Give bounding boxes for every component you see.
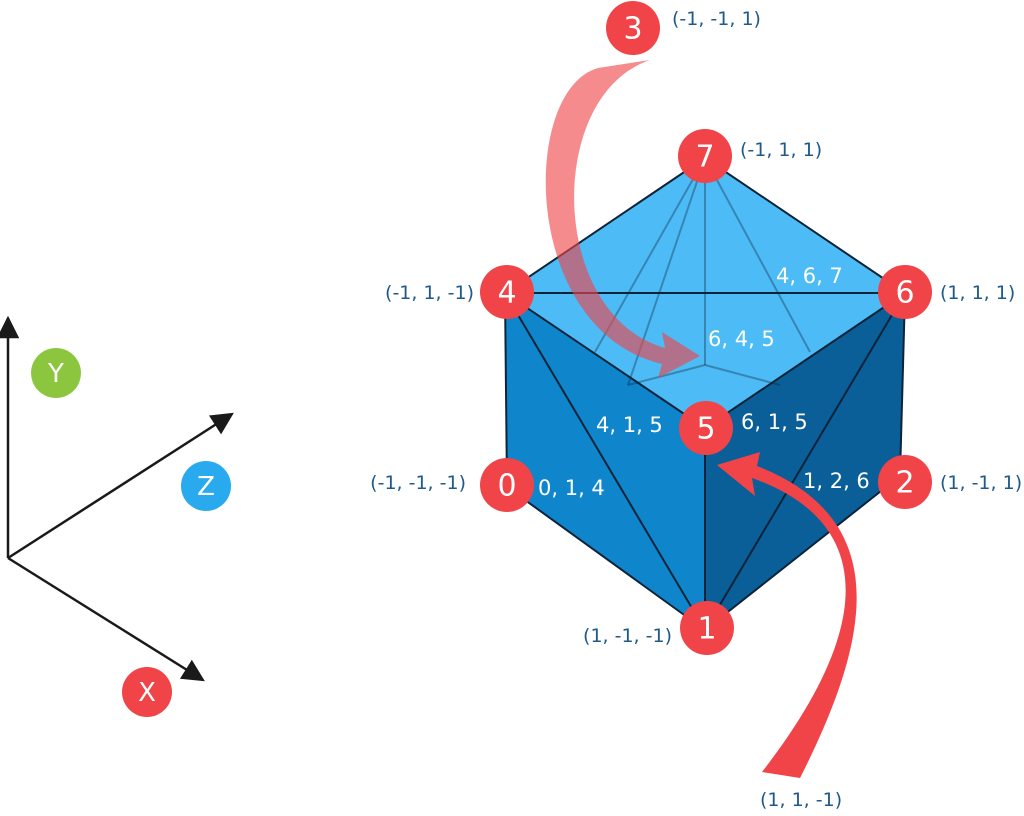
vertex-4-coord: (-1, 1, -1)	[385, 282, 474, 304]
vertex-1: 1	[680, 601, 734, 655]
face-label-615: 6, 1, 5	[741, 410, 808, 434]
vertex-3: 3	[606, 1, 660, 55]
vertex-4: 4	[480, 265, 534, 319]
vertex-1-number: 1	[697, 612, 716, 647]
axis-gizmo: Y Z X	[0, 315, 234, 717]
vertex-3-number: 3	[623, 12, 642, 47]
x-axis-badge: X	[122, 667, 172, 717]
vertex-4-number: 4	[497, 276, 516, 311]
vertex-7: 7	[678, 129, 732, 183]
coordinate-labels: (-1, -1, 1) (-1, 1, 1) (-1, 1, -1) (1, 1…	[370, 8, 1022, 811]
vertex-0-number: 0	[497, 469, 516, 504]
vertex-2-coord: (1, -1, 1)	[940, 472, 1022, 494]
vertex-2: 2	[878, 455, 932, 509]
face-label-014: 0, 1, 4	[538, 476, 605, 500]
vertex-0-coord: (-1, -1, -1)	[370, 472, 466, 494]
vertex-5-number: 5	[696, 412, 715, 447]
vertex-5-coord: (1, 1, -1)	[760, 789, 842, 811]
vertex-5: 5	[679, 401, 733, 455]
back-vertex-arrow	[545, 60, 700, 378]
vertex-2-number: 2	[895, 466, 914, 501]
face-labels: 4, 6, 7 6, 4, 5 4, 1, 5 6, 1, 5 0, 1, 4 …	[538, 264, 870, 500]
face-label-645: 6, 4, 5	[708, 327, 775, 351]
face-label-467: 4, 6, 7	[776, 264, 843, 288]
vertex-6-coord: (1, 1, 1)	[940, 282, 1015, 304]
z-axis-badge: Z	[181, 461, 231, 511]
front-vertex-arrow	[717, 452, 857, 778]
y-axis-badge: Y	[31, 348, 81, 398]
vertex-6: 6	[878, 265, 932, 319]
face-label-126: 1, 2, 6	[803, 469, 870, 493]
x-axis-label: X	[138, 678, 156, 708]
vertex-3-coord: (-1, -1, 1)	[672, 8, 761, 30]
x-axis-line	[7, 556, 205, 682]
vertex-7-number: 7	[695, 140, 714, 175]
y-axis-label: Y	[47, 359, 64, 389]
vertex-6-number: 6	[895, 276, 914, 311]
z-axis-line	[7, 412, 234, 560]
z-axis-label: Z	[197, 472, 215, 502]
vertex-7-coord: (-1, 1, 1)	[740, 139, 822, 161]
face-label-415: 4, 1, 5	[596, 413, 663, 437]
vertex-0: 0	[480, 458, 534, 512]
vertex-1-coord: (1, -1, -1)	[583, 625, 672, 647]
